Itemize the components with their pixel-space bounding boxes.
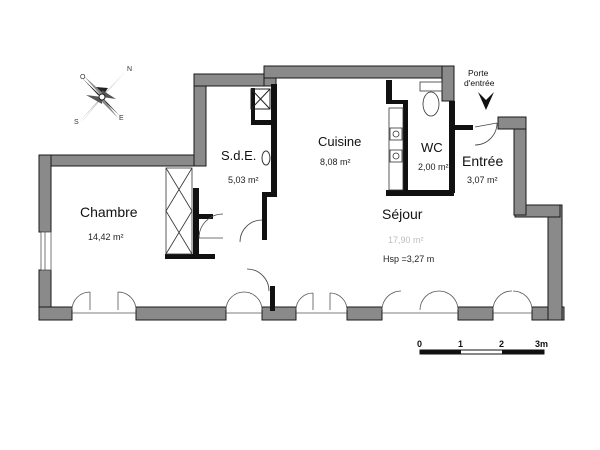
room-area-chambre: 14,42 m²: [88, 232, 124, 242]
wall-right: [547, 204, 563, 321]
wall-top-main: [263, 65, 455, 79]
room-name-wc: WC: [421, 140, 443, 155]
compass-south-label: S: [74, 119, 79, 126]
kitchen-counter: [388, 107, 404, 191]
room-chambre: Chambre 14,42 m²: [80, 204, 138, 242]
room-sde: S.d.E. 5,03 m²: [221, 148, 259, 185]
window-5: [492, 290, 533, 314]
room-ceiling-height: Hsp =3,27 m: [383, 254, 434, 264]
room-name-sejour: Séjour: [382, 206, 423, 222]
wall-bottom-2: [135, 306, 227, 321]
wall-top-right-post: [441, 65, 455, 102]
shower: [250, 88, 271, 110]
room-area-wc: 2,00 m²: [418, 162, 449, 172]
wall-sde-cuisine: [271, 84, 277, 194]
wall-chambre-top: [38, 154, 195, 167]
window-3: [295, 292, 348, 314]
room-area-cuisine: 8,08 m²: [320, 157, 351, 167]
window-left: [40, 231, 52, 271]
scale-bar: 0 1 2 3m: [417, 339, 548, 355]
scale-label-0: 0: [417, 339, 422, 349]
entrance-arrow-icon: [478, 92, 494, 110]
room-area-sde: 5,03 m²: [228, 175, 259, 185]
compass-north-label: N: [127, 66, 132, 73]
compass-west-label: O: [80, 74, 86, 81]
wall-bottom-1: [38, 306, 73, 321]
window-4: [381, 290, 459, 314]
entrance-marker: Porte d'entrée: [464, 68, 495, 110]
scale-label-1: 1: [458, 339, 463, 349]
wall-entree-right: [513, 116, 527, 216]
toilet: [419, 81, 443, 117]
closet: [165, 167, 193, 255]
door-swings: [198, 122, 498, 292]
room-sejour: Séjour 17,90 m² Hsp =3,27 m: [382, 206, 434, 264]
wall-sde-top: [193, 73, 275, 87]
wall-chambre-left-upper: [38, 154, 52, 233]
sink: [261, 150, 271, 166]
compass-rose: N S E O: [74, 66, 132, 126]
room-cuisine: Cuisine 8,08 m²: [318, 134, 361, 167]
wall-bottom-5: [457, 306, 494, 321]
entrance-label-line1: Porte: [468, 68, 489, 78]
compass-star-icon: [78, 70, 128, 124]
window-1: [71, 291, 137, 314]
room-wc: WC 2,00 m²: [418, 140, 449, 172]
room-name-sde: S.d.E.: [221, 148, 256, 163]
exterior-walls: [38, 65, 565, 321]
wall-bottom-3: [261, 306, 297, 321]
wall-bottom-4: [346, 306, 383, 321]
compass-east-label: E: [119, 115, 124, 122]
wall-kitchen-wc: [403, 104, 408, 192]
room-area-entree: 3,07 m²: [467, 175, 498, 185]
room-name-chambre: Chambre: [80, 204, 138, 220]
room-name-cuisine: Cuisine: [318, 134, 361, 149]
wall-wc-entree: [449, 101, 455, 193]
room-name-entree: Entrée: [462, 153, 503, 169]
room-entree: Entrée 3,07 m²: [462, 153, 503, 185]
wall-wc-bottom: [386, 190, 454, 196]
window-2: [225, 291, 263, 314]
room-area-sejour: 17,90 m²: [388, 235, 424, 245]
wall-entree-top-right: [497, 116, 527, 130]
windows: [40, 231, 533, 314]
scale-label-3m: 3m: [535, 339, 548, 349]
wall-chambre-sde: [193, 188, 199, 258]
entrance-label-line2: d'entrée: [464, 78, 495, 88]
interior-walls: [165, 80, 473, 311]
scale-label-2: 2: [499, 339, 504, 349]
wall-sde-left: [193, 73, 207, 167]
